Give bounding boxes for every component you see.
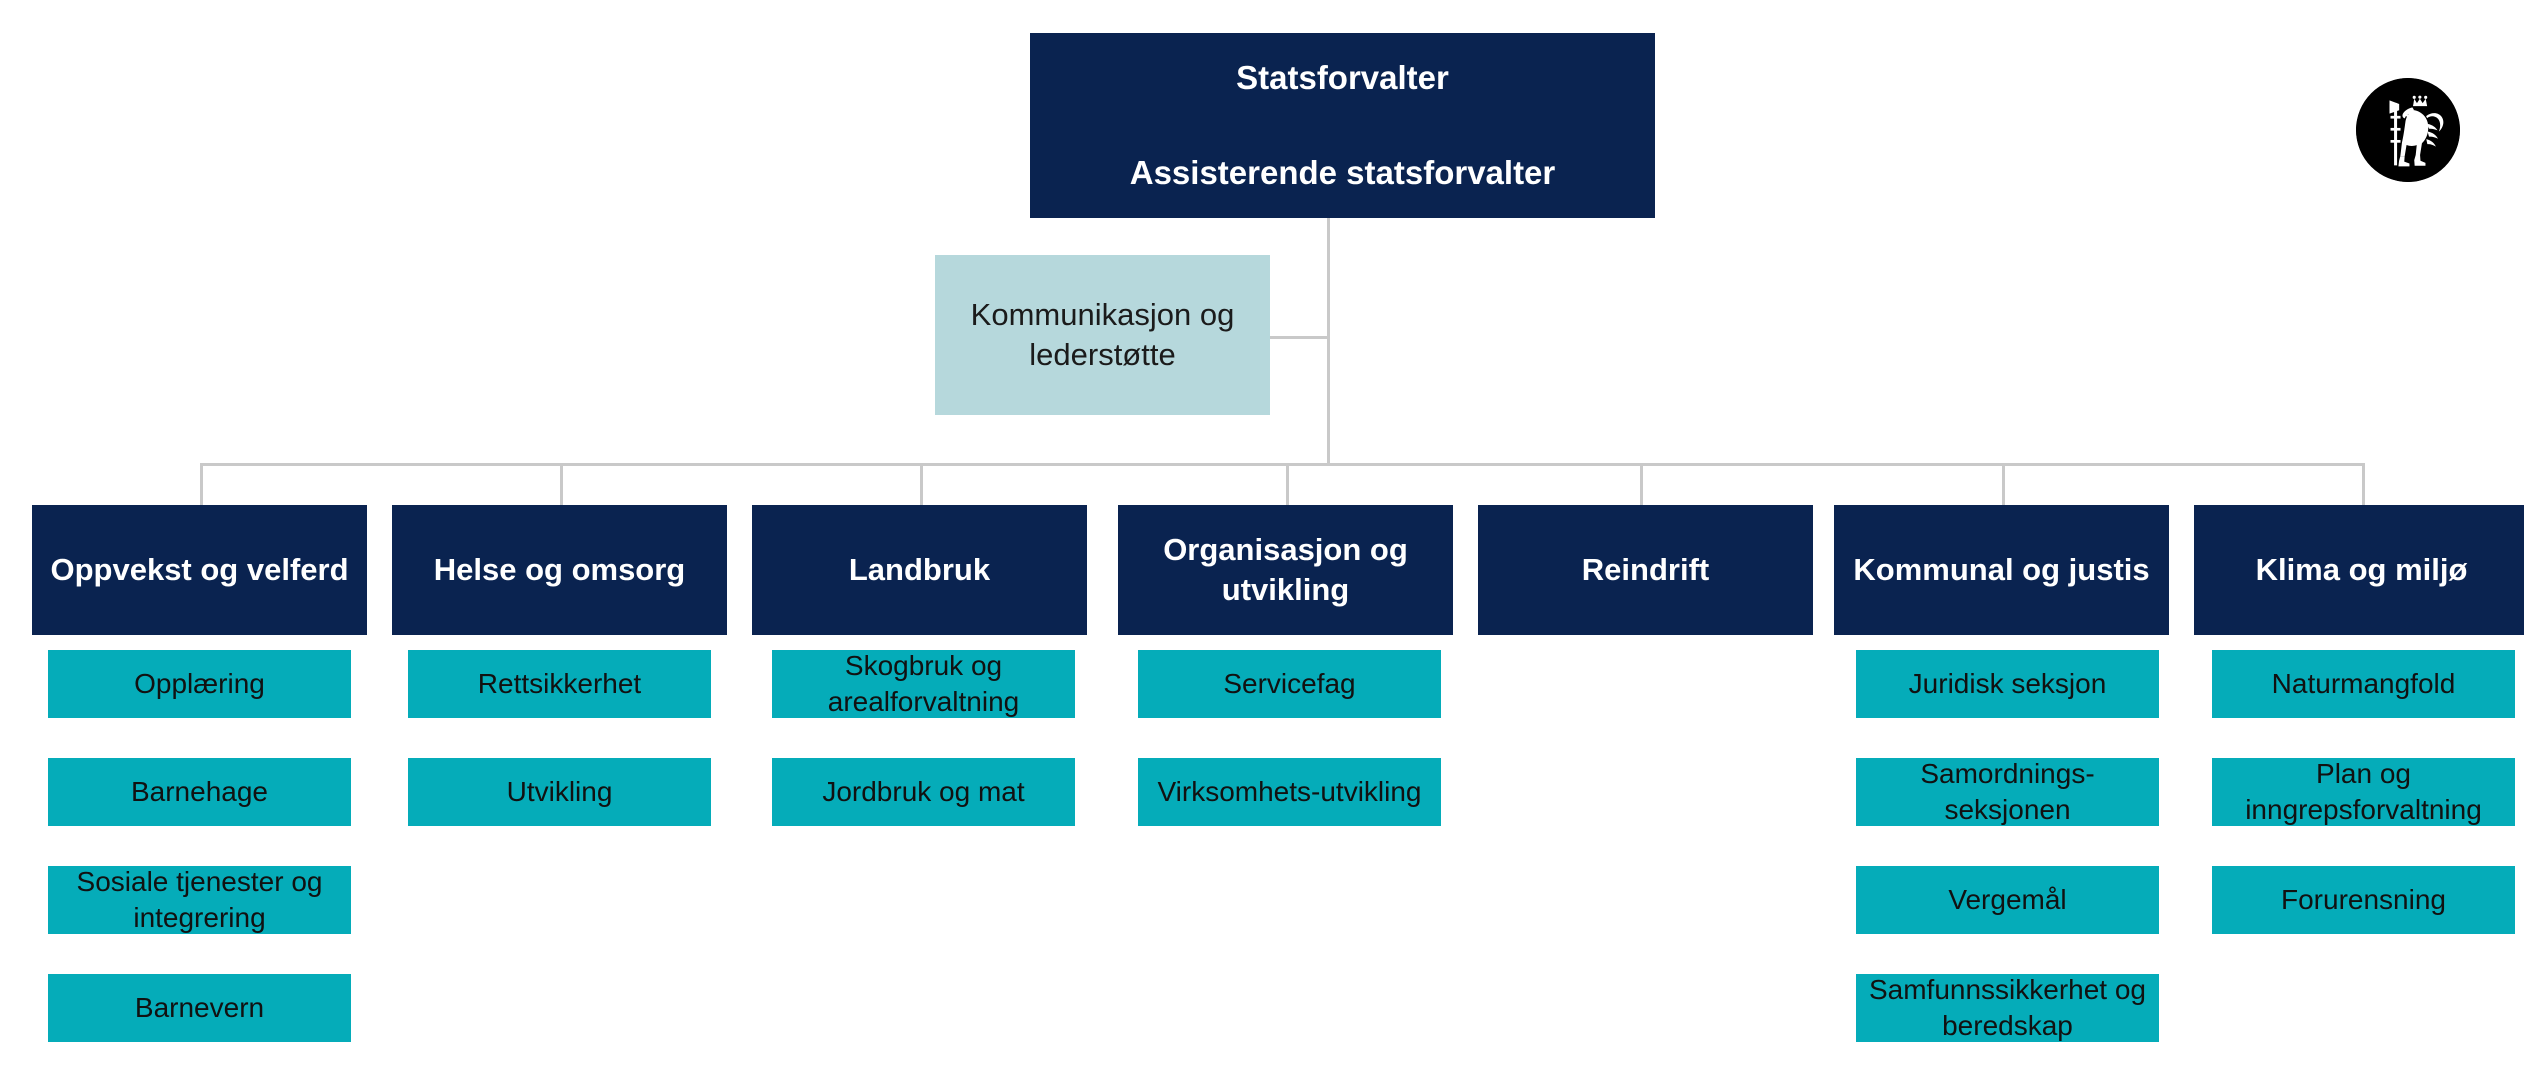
org-node-department-kommunal-og-justis[interactable]: Kommunal og justis bbox=[1834, 505, 2169, 635]
org-node-unit-rettsikkerhet[interactable]: Rettsikkerhet bbox=[408, 650, 711, 718]
unit-label: Sosiale tjenester og integrering bbox=[76, 866, 323, 933]
connector-drop-5 bbox=[1640, 463, 1643, 505]
unit-label: Skogbruk og arealforvaltning bbox=[827, 650, 1020, 717]
org-node-department-organisasjon-og-utvikling[interactable]: Organisasjon og utvikling bbox=[1118, 505, 1453, 635]
unit-label: Opplæring bbox=[134, 668, 265, 700]
connector-drop-3 bbox=[920, 463, 923, 505]
connector-drop-4 bbox=[1286, 463, 1289, 505]
department-label: Oppvekst og velferd bbox=[50, 552, 349, 588]
department-label: Organisasjon og utvikling bbox=[1163, 532, 1408, 607]
org-node-unit-jordbruk-og-mat[interactable]: Jordbruk og mat bbox=[772, 758, 1075, 826]
org-node-unit-sosiale-tjenester-og-integrering[interactable]: Sosiale tjenester og integrering bbox=[48, 866, 351, 934]
unit-label: Naturmangfold bbox=[2271, 668, 2456, 700]
connector-department-bus bbox=[200, 463, 2362, 466]
org-node-unit-servicefag[interactable]: Servicefag bbox=[1138, 650, 1441, 718]
connector-drop-7 bbox=[2362, 463, 2365, 505]
org-node-unit-samfunnssikkerhet-og-beredskap[interactable]: Samfunnssikkerhet og beredskap bbox=[1856, 974, 2159, 1042]
department-label: Kommunal og justis bbox=[1853, 552, 2150, 588]
org-node-top-leadership[interactable]: Statsforvalter Assisterende statsforvalt… bbox=[1030, 33, 1655, 218]
unit-label: Barnehage bbox=[130, 776, 268, 808]
norwegian-coat-of-arms-lion-icon bbox=[2356, 78, 2460, 182]
org-node-department-landbruk[interactable]: Landbruk bbox=[752, 505, 1087, 635]
org-node-department-oppvekst-og-velferd[interactable]: Oppvekst og velferd bbox=[32, 505, 367, 635]
unit-label: Samordnings-seksjonen bbox=[1920, 758, 2095, 825]
unit-label: Juridisk seksjon bbox=[1908, 668, 2107, 700]
top-leadership-deputy: Assisterende statsforvalter bbox=[1129, 153, 1556, 191]
org-node-unit-forurensning[interactable]: Forurensning bbox=[2212, 866, 2515, 934]
unit-label: Virksomhets-utvikling bbox=[1157, 776, 1422, 808]
connector-staff-stub bbox=[1270, 336, 1330, 339]
org-node-unit-barnehage[interactable]: Barnehage bbox=[48, 758, 351, 826]
org-node-department-reindrift[interactable]: Reindrift bbox=[1478, 505, 1813, 635]
org-node-department-klima-og-miljo[interactable]: Klima og miljø bbox=[2194, 505, 2524, 635]
unit-label: Plan og inngrepsforvaltning bbox=[2245, 758, 2482, 825]
unit-label: Servicefag bbox=[1223, 668, 1356, 700]
org-node-unit-utvikling[interactable]: Utvikling bbox=[408, 758, 711, 826]
unit-label: Rettsikkerhet bbox=[477, 668, 642, 700]
org-node-staff-communication[interactable]: Kommunikasjon og lederstøtte bbox=[935, 255, 1270, 415]
unit-label: Utvikling bbox=[506, 776, 613, 808]
org-node-unit-samordningsseksjonen[interactable]: Samordnings-seksjonen bbox=[1856, 758, 2159, 826]
org-node-unit-naturmangfold[interactable]: Naturmangfold bbox=[2212, 650, 2515, 718]
department-label: Helse og omsorg bbox=[433, 552, 686, 588]
connector-drop-1 bbox=[200, 463, 203, 505]
org-node-unit-vergemaal[interactable]: Vergemål bbox=[1856, 866, 2159, 934]
unit-label: Barnevern bbox=[134, 992, 265, 1024]
department-label: Reindrift bbox=[1581, 552, 1710, 588]
unit-label: Vergemål bbox=[1948, 884, 2067, 916]
unit-label: Samfunnssikkerhet og beredskap bbox=[1868, 974, 2147, 1041]
top-leadership-title: Statsforvalter bbox=[1236, 59, 1449, 97]
department-label: Klima og miljø bbox=[2255, 552, 2468, 588]
org-node-unit-plan-og-inngrepsforvaltning[interactable]: Plan og inngrepsforvaltning bbox=[2212, 758, 2515, 826]
unit-label: Jordbruk og mat bbox=[822, 776, 1025, 808]
org-node-department-helse-og-omsorg[interactable]: Helse og omsorg bbox=[392, 505, 727, 635]
department-label: Landbruk bbox=[848, 552, 991, 588]
unit-label: Forurensning bbox=[2281, 884, 2446, 916]
org-node-unit-virksomhetsutvikling[interactable]: Virksomhets-utvikling bbox=[1138, 758, 1441, 826]
org-node-unit-opplaering[interactable]: Opplæring bbox=[48, 650, 351, 718]
org-node-unit-juridisk-seksjon[interactable]: Juridisk seksjon bbox=[1856, 650, 2159, 718]
org-node-unit-skogbruk-og-arealforvaltning[interactable]: Skogbruk og arealforvaltning bbox=[772, 650, 1075, 718]
connector-drop-2 bbox=[560, 463, 563, 505]
org-node-unit-barnevern[interactable]: Barnevern bbox=[48, 974, 351, 1042]
staff-label: Kommunikasjon og lederstøtte bbox=[970, 297, 1235, 372]
connector-drop-6 bbox=[2002, 463, 2005, 505]
connector-top-to-bus bbox=[1327, 218, 1330, 466]
